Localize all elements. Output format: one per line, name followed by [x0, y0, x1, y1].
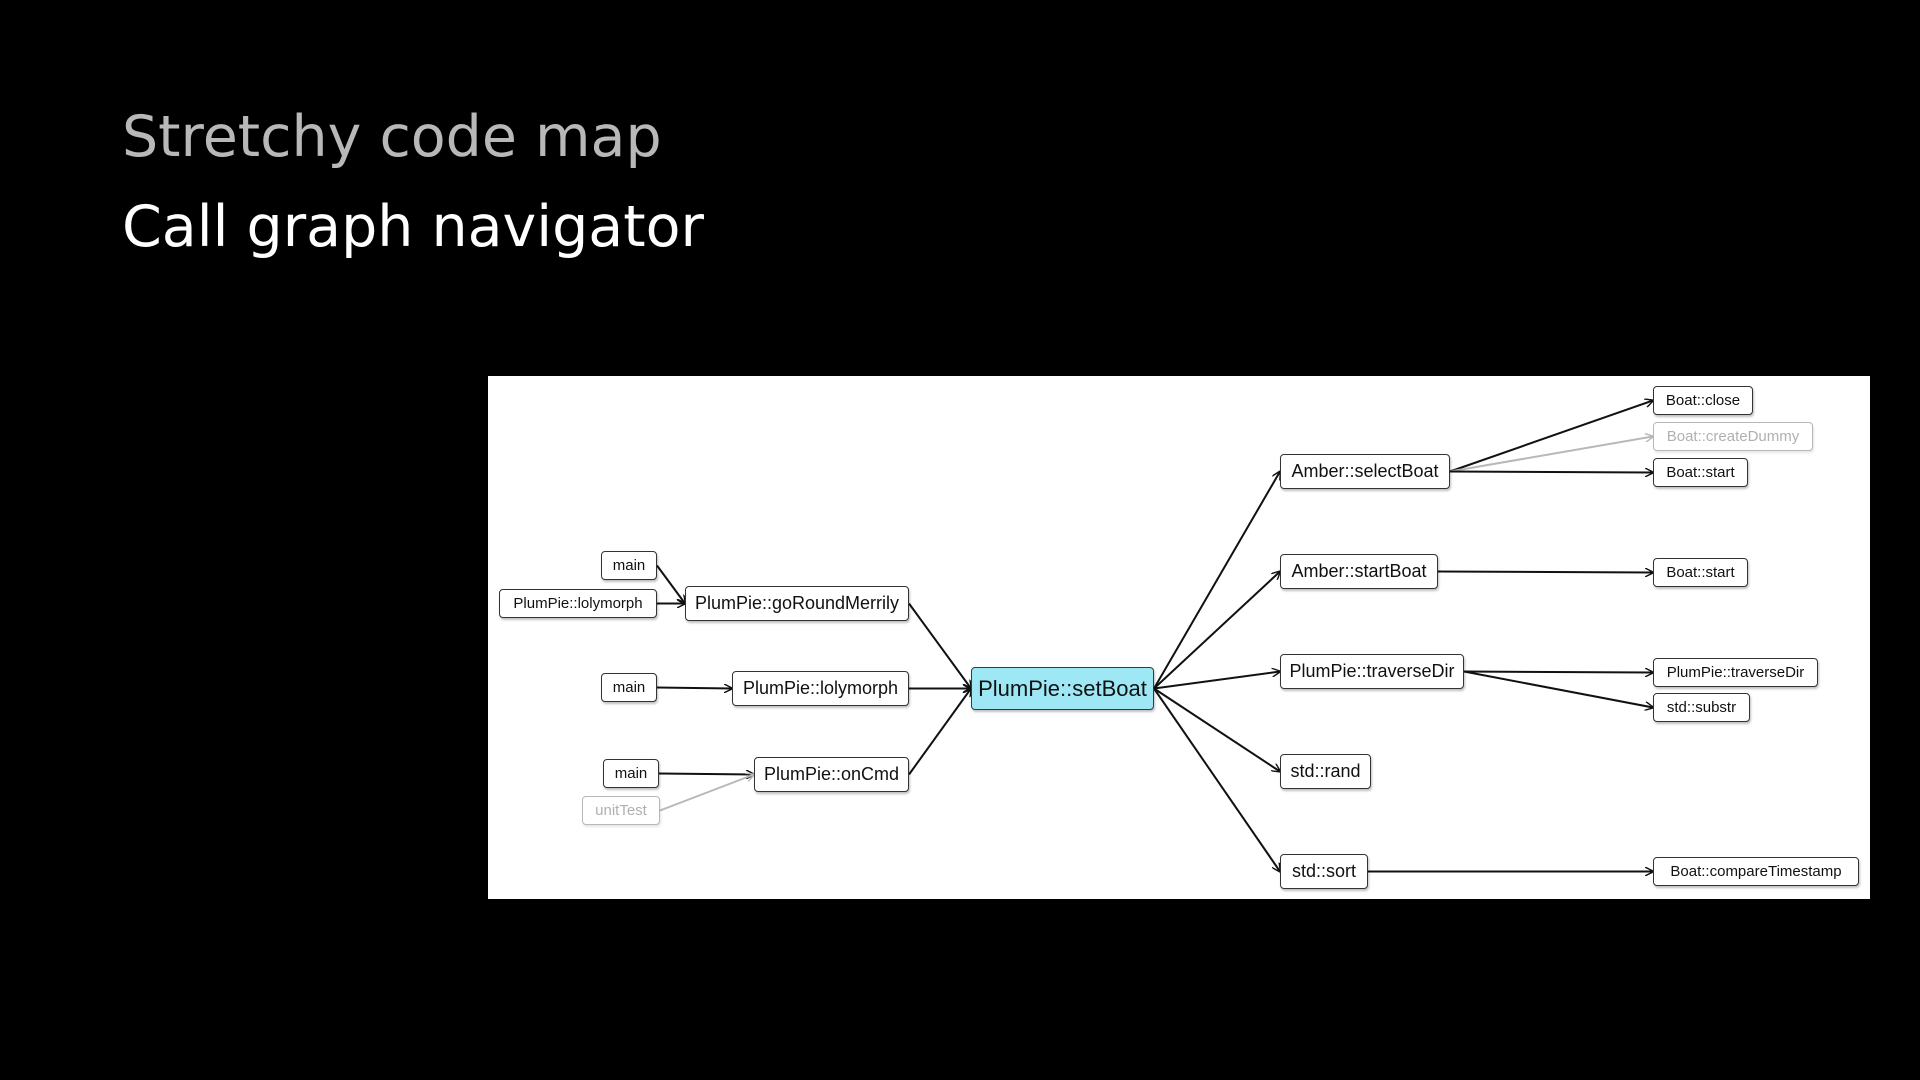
slide-subtitle: Stretchy code map	[122, 104, 662, 170]
node-oncmd[interactable]: PlumPie::onCmd	[754, 757, 909, 792]
node-std-rand[interactable]: std::rand	[1280, 754, 1371, 789]
node-goroundmerrily[interactable]: PlumPie::goRoundMerrily	[685, 586, 909, 621]
node-setboat-focus[interactable]: PlumPie::setBoat	[971, 667, 1154, 710]
edge-startBoat-to-boat_start_2	[1437, 572, 1653, 573]
node-boat-start-2[interactable]: Boat::start	[1653, 558, 1748, 587]
call-graph-edges	[656, 376, 1870, 899]
node-boat-createdummy[interactable]: Boat::createDummy	[1653, 422, 1813, 451]
edge-traverseDir-to-callee_traverseDir	[1463, 672, 1653, 673]
edge-setBoat-to-sort	[1153, 687, 1280, 872]
edge-caller_main_2-to-lolymorph	[656, 688, 732, 689]
node-main-caller-2[interactable]: main	[601, 673, 657, 702]
edge-caller_unitTest-to-onCmd	[659, 775, 754, 812]
node-selectboat[interactable]: Amber::selectBoat	[1280, 454, 1450, 489]
edge-traverseDir-to-std_substr	[1463, 670, 1653, 708]
edge-selectBoat-to-boat_start_1	[1449, 472, 1653, 473]
node-boat-close[interactable]: Boat::close	[1653, 386, 1753, 415]
node-unittest-caller[interactable]: unitTest	[582, 796, 660, 825]
edge-onCmd-to-setBoat	[908, 689, 971, 776]
node-std-sort[interactable]: std::sort	[1280, 854, 1368, 889]
node-main-caller-1[interactable]: main	[601, 551, 657, 580]
node-std-substr[interactable]: std::substr	[1653, 693, 1750, 722]
edge-setBoat-to-startBoat	[1153, 572, 1280, 690]
node-startboat[interactable]: Amber::startBoat	[1280, 554, 1438, 589]
edge-selectBoat-to-boat_createDummy	[1449, 437, 1653, 473]
node-traversedir[interactable]: PlumPie::traverseDir	[1280, 654, 1464, 689]
node-main-caller-3[interactable]: main	[603, 759, 659, 788]
edge-selectBoat-to-boat_close	[1449, 401, 1653, 473]
call-graph-panel: main PlumPie::lolymorph main main unitTe…	[488, 376, 1870, 899]
node-lolymorph[interactable]: PlumPie::lolymorph	[732, 671, 909, 706]
edge-caller_main_3-to-onCmd	[658, 774, 754, 775]
slide-title: Call graph navigator	[122, 194, 704, 260]
edge-setBoat-to-rand	[1153, 687, 1280, 772]
node-lolymorph-caller[interactable]: PlumPie::lolymorph	[499, 589, 657, 618]
edge-setBoat-to-selectBoat	[1153, 472, 1280, 690]
edge-setBoat-to-traverseDir	[1153, 672, 1280, 690]
node-boat-comparetimestamp[interactable]: Boat::compareTimestamp	[1653, 857, 1859, 886]
edge-goRoundMerrily-to-setBoat	[908, 602, 971, 689]
edge-caller_main_1-to-goRoundMerrily	[656, 564, 685, 604]
node-traversedir-callee[interactable]: PlumPie::traverseDir	[1653, 658, 1818, 687]
node-boat-start-1[interactable]: Boat::start	[1653, 458, 1748, 487]
